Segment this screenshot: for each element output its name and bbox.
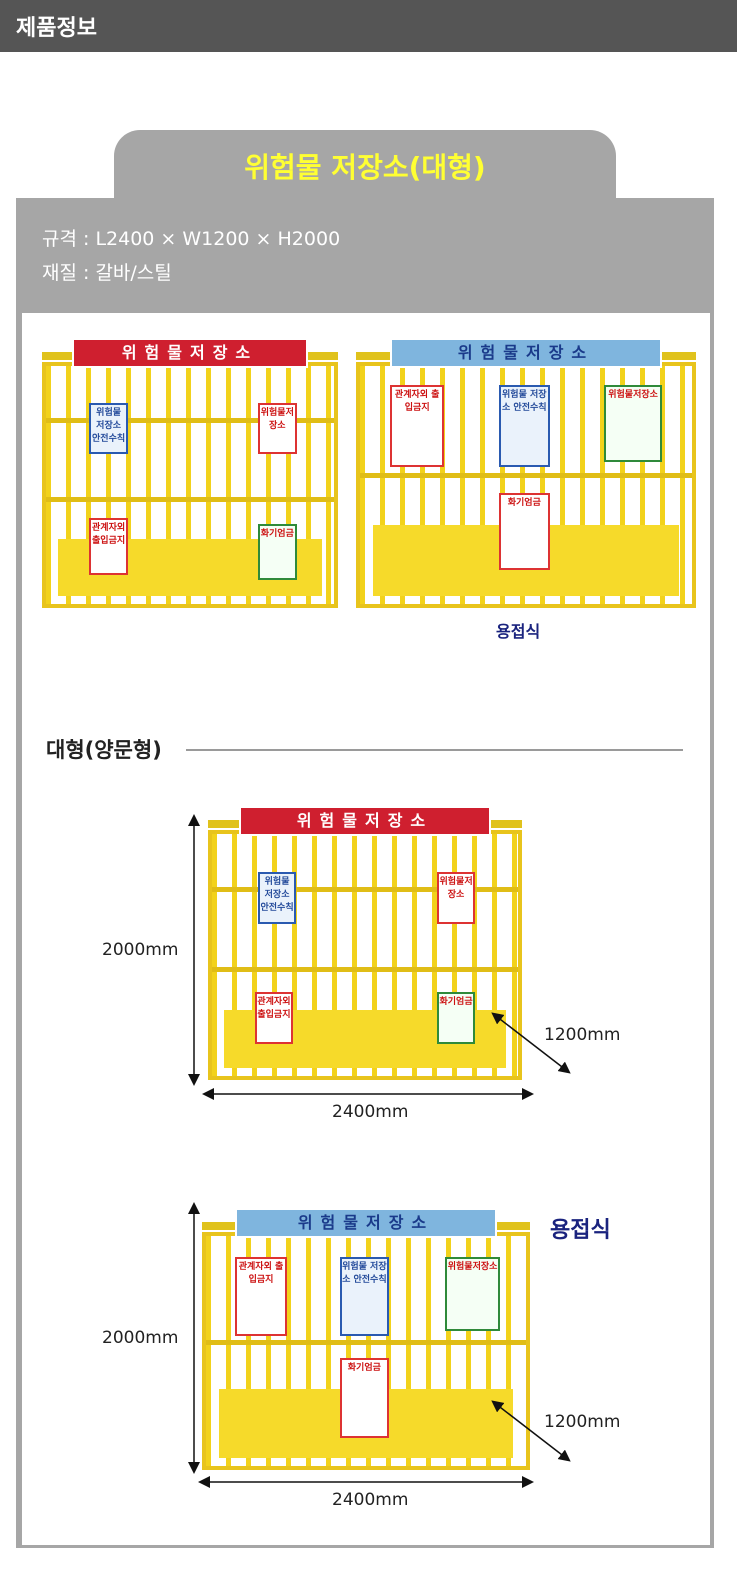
diagram1-cage: 위험물저장소 위험물 저장소 안전수칙 위험물저장소 관계자외 출입금지 화기엄… xyxy=(208,806,522,1080)
poster-safety-rules: 위험물 저장소 안전수칙 xyxy=(258,872,296,924)
cage-sign: 위험물저장소 xyxy=(71,338,309,368)
poster-no-fire: 화기엄금 xyxy=(437,991,475,1044)
poster-no-entry: 관계자외 출입금지 xyxy=(390,385,445,468)
caption-welded: 용접식 xyxy=(496,622,541,641)
poster-no-fire: 화기엄금 xyxy=(258,523,297,580)
cage-rail xyxy=(360,473,692,479)
poster-storage: 위험물저장소 xyxy=(604,385,662,463)
diagram1-width-label: 2400mm xyxy=(332,1102,409,1122)
diagram2-depth-arrow xyxy=(491,1400,571,1462)
poster-no-fire: 화기엄금 xyxy=(339,1358,389,1438)
poster-storage: 위험물저장소 xyxy=(444,1256,501,1332)
cage-sign: 위험물저장소 xyxy=(239,806,491,836)
diagram2-height-label: 2000mm xyxy=(102,1328,179,1348)
diagram1-depth-arrow xyxy=(491,1012,571,1074)
poster-no-entry: 관계자외 출입금지 xyxy=(255,991,293,1044)
page-header: 제품정보 xyxy=(0,0,737,52)
cage-rail xyxy=(212,887,518,893)
product-title-tab: 위험물 저장소(대형) xyxy=(114,130,616,200)
diagram1-height-label: 2000mm xyxy=(102,940,179,960)
spec-size: 규격 : L2400 × W1200 × H2000 xyxy=(42,228,341,250)
diagram2-cage: 위험물저장소 관계자외 출입금지 위험물 저장소 안전수칙 위험물저장소 화기엄… xyxy=(202,1208,530,1470)
page-header-title: 제품정보 xyxy=(16,16,97,41)
diagram2-caption: 용접식 xyxy=(550,1218,611,1243)
cage-sign: 위험물저장소 xyxy=(234,1208,498,1238)
cage-rail xyxy=(206,1339,526,1345)
section-divider xyxy=(186,749,683,751)
cage-rail xyxy=(212,967,518,973)
spec-material: 재질 : 갈바/스틸 xyxy=(42,262,172,284)
poster-no-entry: 관계자외 출입금지 xyxy=(89,518,128,575)
section-title: 대형(양문형) xyxy=(46,738,162,762)
cage-rail xyxy=(46,496,334,502)
poster-safety-rules: 위험물 저장소 안전수칙 xyxy=(339,1256,389,1337)
diagram2-width-label: 2400mm xyxy=(332,1490,409,1510)
poster-storage: 위험물저장소 xyxy=(258,403,297,455)
product-title: 위험물 저장소(대형) xyxy=(244,151,486,184)
poster-safety-rules: 위험물 저장소 안전수칙 xyxy=(89,403,128,455)
poster-safety-rules: 위험물 저장소 안전수칙 xyxy=(498,385,550,468)
poster-no-entry: 관계자외 출입금지 xyxy=(234,1256,288,1337)
cage-photo-welded-type: 위험물저장소 관계자외 출입금지 위험물 저장소 안전수칙 위험물저장소 화기엄… xyxy=(356,338,696,608)
poster-no-fire: 화기엄금 xyxy=(498,492,550,570)
cage-photo-door-type: 위험물저장소 위험물 저장소 안전수칙 위험물저장소 관계자외 출입금지 화기엄… xyxy=(42,338,338,608)
cage-sign: 위험물저장소 xyxy=(390,338,662,368)
poster-storage: 위험물저장소 xyxy=(437,872,475,924)
cage-rail xyxy=(46,418,334,424)
